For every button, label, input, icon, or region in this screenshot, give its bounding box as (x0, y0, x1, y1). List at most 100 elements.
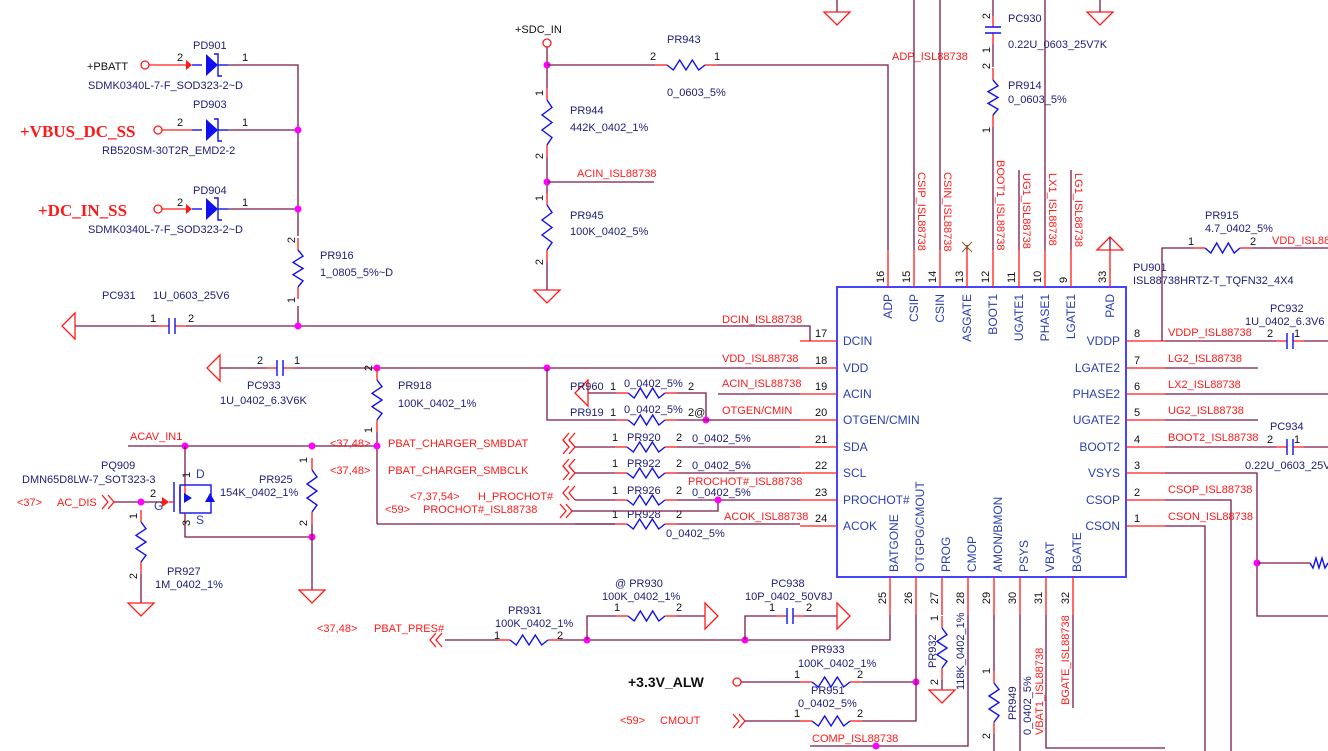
components-pq909-nd: 1 (181, 472, 193, 478)
ground-icon (1085, 11, 1115, 26)
components-pr931-pb: 2 (557, 630, 563, 642)
chip-left_pins-1-name: VDD (843, 361, 869, 375)
chip-bottom_pins-0-name: BATGONE (887, 514, 901, 572)
resistor-pr928 (626, 517, 666, 531)
components-pr919-value: 0_0402_5% (624, 404, 683, 416)
components-pr920-pa: 1 (612, 432, 618, 444)
offpage-connector-icon[interactable] (559, 503, 573, 519)
components-pr931-pa: 1 (494, 630, 500, 642)
components-pc931-ref: PC931 (102, 290, 136, 302)
chip-top_pins-4-name: BOOT1 (986, 294, 1000, 335)
chip-right_pins-6-name: CSOP (1086, 493, 1120, 507)
components-pr951-pa: 1 (794, 708, 800, 720)
power-port-icon[interactable] (140, 60, 150, 70)
diode-cathode (214, 53, 222, 77)
resistor-pr949 (987, 682, 1001, 723)
ports-pbatt: +PBATT (87, 61, 128, 73)
components-pr916-value: 1_0805_5%~D (320, 267, 393, 279)
components-pr915-value: 4.7_0402_5% (1205, 223, 1273, 235)
chip-top_pins-6-name: PHASE1 (1038, 294, 1052, 342)
chip-bottom_pins-5-num: 30 (1007, 592, 1019, 604)
wire (1165, 499, 1232, 751)
nets-lx2: LX2_ISL88738 (1168, 379, 1241, 391)
wire (677, 392, 707, 420)
components-pd901-pa: 2 (177, 52, 183, 64)
capacitor-pc931 (168, 318, 176, 334)
components-pc930-pa: 2 (981, 13, 993, 19)
components-pr931-ref: PR931 (508, 605, 542, 617)
nets-vdd: VDD_ISL88738 (722, 353, 798, 365)
wire (586, 615, 616, 640)
ports-pbat_pres-ref: <37,48> (317, 623, 357, 635)
mosfet-arrow (184, 493, 192, 503)
wire (546, 368, 616, 421)
components-pr916-ref: PR916 (320, 250, 354, 262)
components-pr928-value: 0_0402_5% (666, 528, 725, 540)
resistor-pr944 (540, 99, 554, 146)
chip-bottom_pins-2-num: 27 (929, 592, 941, 604)
ports-h_prochot-name: H_PROCHOT# (478, 491, 554, 503)
offpage-connector-icon[interactable] (101, 494, 115, 510)
components-pc932-value: 1U_0402_6.3V6 (1245, 316, 1325, 328)
ports-smbclk-ref: <37,48> (330, 465, 370, 477)
power-port-icon[interactable] (153, 204, 163, 214)
components-pd904-pa: 2 (177, 197, 183, 209)
resistor-pr914 (986, 79, 1000, 116)
power-port-icon[interactable] (732, 677, 742, 687)
resistor-pr922 (626, 466, 666, 480)
chip-top_pins-4-num: 12 (980, 271, 992, 283)
ports-smbclk-name: PBAT_CHARGER_SMBCLK (388, 465, 529, 477)
nets-vbat1: VBAT1_ISL88738 (1034, 648, 1046, 735)
components-pr943-ref: PR943 (667, 34, 701, 46)
components-pq909-ref: PQ909 (101, 460, 135, 472)
chip-ref: PU901 (1133, 262, 1167, 274)
power-port-icon[interactable] (153, 125, 163, 135)
resistor-pr931 (509, 633, 549, 647)
components-pq909-g: G (154, 499, 163, 513)
components-pr914-ref: PR914 (1008, 80, 1042, 92)
nets-boot1: BOOT1_ISL88738 (994, 160, 1006, 251)
chip-top_pins-7-num: 9 (1058, 277, 1070, 283)
chip-top_pins-8-num: 33 (1097, 271, 1109, 283)
wire (810, 615, 969, 747)
chip-top_pins-7-name: LGATE1 (1064, 294, 1078, 339)
components-pc933-ref: PC933 (247, 380, 281, 392)
offpage-connector-icon[interactable] (429, 632, 443, 648)
chip-bottom_pins-3-num: 28 (955, 592, 967, 604)
components-pr920-value: 0_0402_5% (692, 433, 751, 445)
nets-boot2: BOOT2_ISL88738 (1168, 432, 1259, 444)
components-pr919-ref: PR919 (570, 407, 604, 419)
junction-dot (294, 126, 302, 134)
chip-right_pins-5-num: 3 (1134, 460, 1140, 472)
pin-arrow (186, 60, 192, 70)
nets-comp: COMP_ISL88738 (812, 733, 898, 745)
nets-adp: ADP_ISL88738 (892, 51, 968, 63)
components-pr933-value: 100K_0402_1% (798, 658, 877, 670)
nets-ug1: UG1_ISL88738 (1020, 173, 1032, 249)
components-pr949-pa: 1 (981, 668, 993, 674)
diode-cathode (214, 118, 222, 142)
chip-top_pins-1-num: 15 (901, 271, 913, 283)
junction-dot (373, 442, 381, 450)
components-pr927-pa: 1 (128, 513, 140, 519)
components-pr925-ref: PR925 (259, 474, 293, 486)
components-pd901-ref: PD901 (193, 40, 227, 52)
components-pr945-value: 100K_0402_5% (570, 226, 649, 238)
components-pd904-value: SDMK0340L-7-F_SOD323-2~D (88, 224, 243, 236)
nets-otgen: OTGEN/CMIN (722, 405, 792, 417)
junction-dot (294, 205, 302, 213)
diode-pd903 (206, 119, 218, 141)
junction-dot (872, 742, 880, 750)
resistor-pr943 (666, 58, 706, 72)
chip-right_pins-1-name: LGATE2 (1075, 361, 1120, 375)
offpage-connector-icon[interactable] (562, 439, 576, 455)
components-pd903-ref: PD903 (193, 99, 227, 111)
offpage-connector-icon[interactable] (562, 485, 576, 501)
ports-pbat_pres-name: PBAT_PRES# (374, 623, 445, 635)
power-port-icon[interactable] (542, 38, 552, 48)
nets-cson: CSON_ISL88738 (1168, 511, 1253, 523)
offpage-connector-icon[interactable] (562, 465, 576, 481)
offpage-connector-icon[interactable] (732, 713, 746, 729)
ports-vbus: +VBUS_DC_SS (20, 122, 136, 141)
chip-left_pins-2-name: ACIN (843, 387, 872, 401)
